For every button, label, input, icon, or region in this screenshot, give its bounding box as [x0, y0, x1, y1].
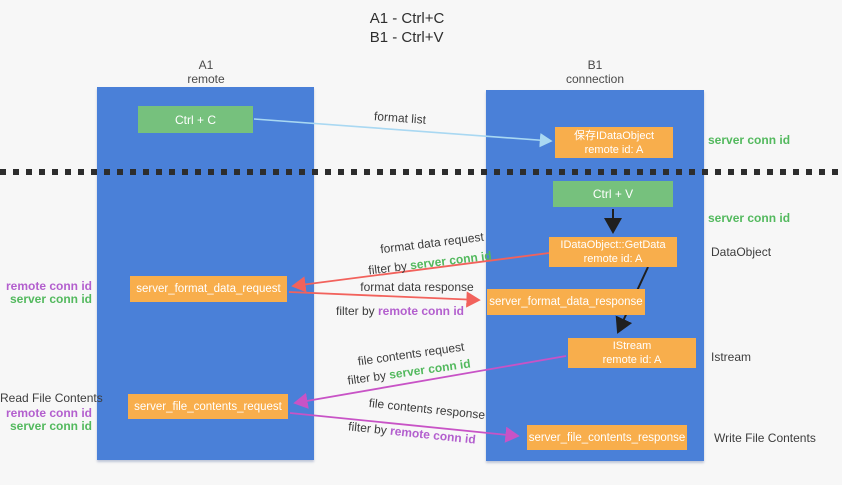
filter-by-value-1: server conn id [409, 248, 493, 273]
lane-left-name: A1 [198, 58, 214, 72]
server-conn-id-top-label: server conn id [708, 133, 791, 147]
format-request-label: server_format_data_request [136, 283, 281, 295]
file-request-label: server_file_contents_request [134, 400, 282, 413]
istream-line2: remote id: A [602, 354, 662, 366]
lane-header-left: A1 remote [187, 58, 224, 86]
ctrl-c-label: Ctrl + C [174, 112, 216, 127]
istream-side-label: Istream [711, 350, 752, 364]
title-line-2: B1 - Ctrl+V [369, 29, 444, 46]
file-contents-response-label: file contents response [368, 395, 486, 423]
server-conn-id-left2-label: server conn id [9, 419, 92, 433]
read-file-contents-label: Read File Contents [0, 391, 103, 405]
lane-left-role: remote [187, 72, 225, 86]
dashed-separator [0, 169, 842, 175]
lane-right-name: B1 [587, 58, 603, 72]
filter-by-value-2: remote conn id [378, 304, 465, 318]
diagram-title: A1 - Ctrl+C B1 - Ctrl+V [370, 9, 445, 47]
node-save-idataobject: 保存IDataObject remote id: A [555, 127, 673, 158]
filter-by-remote-conn-id-2: filter by remote conn id [348, 419, 477, 446]
filter-by-remote-conn-id-1: filter by remote conn id [336, 304, 464, 318]
getdata-line1: IDataObject::GetData [560, 239, 666, 251]
format-list-label: format list [373, 109, 427, 127]
node-server-format-data-request: server_format_data_request [130, 276, 287, 302]
lane-header-right: B1 connection [566, 58, 624, 86]
filter-by-prefix-3: filter by [346, 367, 391, 388]
format-data-response-label: format data response [360, 280, 474, 294]
getdata-line2: remote id: A [583, 253, 643, 265]
remote-conn-id-left2-label: remote conn id [5, 406, 92, 420]
file-response-label: server_file_contents_response [528, 431, 686, 444]
save-idataobject-line2: remote id: A [584, 143, 644, 156]
write-file-contents-label: Write File Contents [714, 431, 816, 445]
filter-by-prefix-4: filter by [347, 419, 391, 438]
filter-by-value-4: remote conn id [389, 423, 477, 447]
server-conn-id-mid-label: server conn id [708, 211, 791, 225]
ctrl-v-label: Ctrl + V [592, 187, 634, 201]
istream-line1: IStream [612, 340, 652, 352]
node-istream: IStream remote id: A [568, 338, 696, 368]
node-idataobject-getdata: IDataObject::GetData remote id: A [549, 237, 677, 267]
node-server-format-data-response: server_format_data_response [487, 289, 645, 315]
node-ctrl-c: Ctrl + C [138, 106, 253, 133]
save-idataobject-line1: 保存IDataObject [573, 129, 655, 142]
dataobject-label: DataObject [711, 245, 772, 259]
title-line-1: A1 - Ctrl+C [369, 10, 445, 27]
node-server-file-contents-request: server_file_contents_request [128, 394, 288, 419]
filter-by-prefix-2: filter by [335, 304, 378, 318]
lane-right-role: connection [565, 72, 625, 86]
server-conn-id-left1-label: server conn id [9, 292, 92, 306]
node-ctrl-v: Ctrl + V [553, 181, 673, 207]
remote-conn-id-left1-label: remote conn id [5, 279, 92, 293]
node-server-file-contents-response: server_file_contents_response [527, 425, 687, 450]
format-response-label: server_format_data_response [489, 296, 643, 308]
filter-by-prefix-1: filter by [367, 258, 411, 278]
